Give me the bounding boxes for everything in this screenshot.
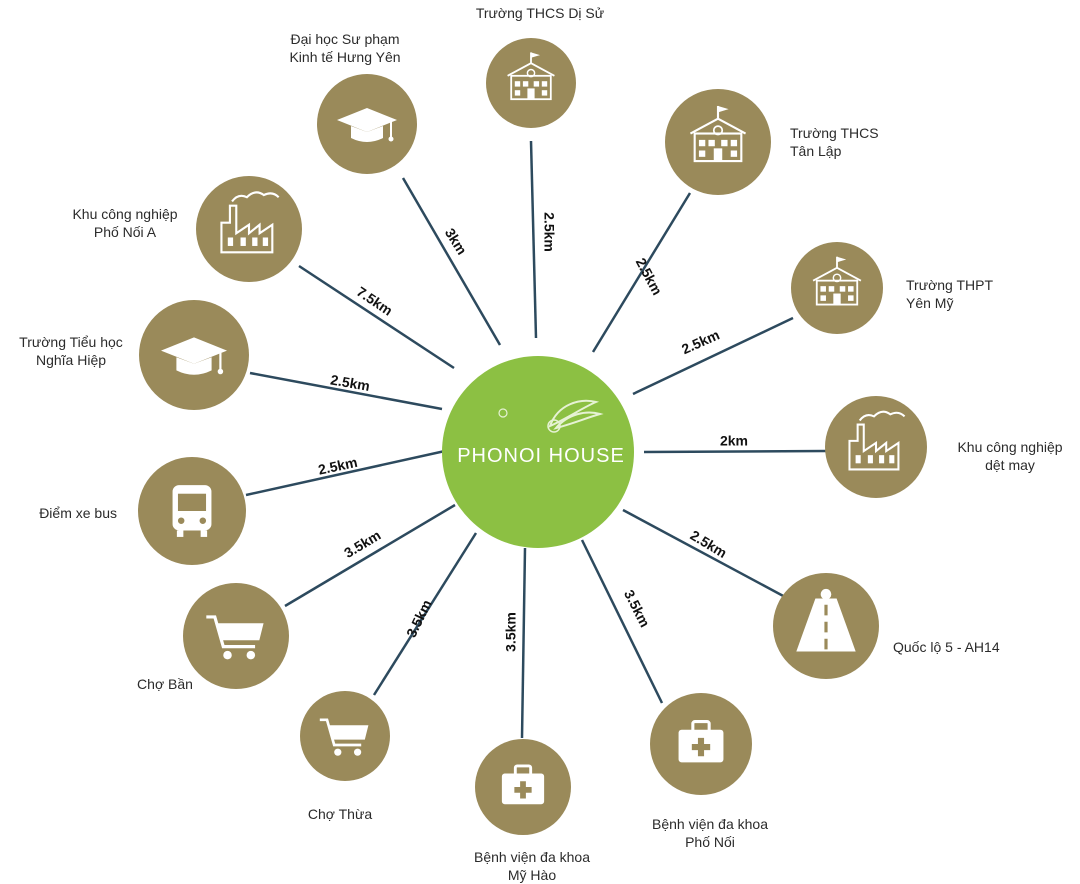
road-icon: [796, 588, 856, 652]
label-thcs-tan-lap: Trường THCS Tân Lập: [790, 125, 879, 159]
spoke-thpt-yen-my: [632, 316, 794, 396]
school-building-icon: [812, 256, 862, 306]
shopping-cart-icon: [206, 615, 264, 660]
factory-icon: [220, 191, 280, 254]
label-thpt-yen-my: Trường THPT Yên Mỹ: [906, 277, 994, 311]
distance-label-thcs-di-su: 2.5km: [541, 212, 557, 252]
node-bv-pho-noi: [650, 693, 752, 795]
school-building-icon: [689, 105, 747, 163]
leaf-logo-icon: [547, 399, 604, 433]
label-kcn-pho-noi-a: Khu công nghiệp Phố Nối A: [72, 206, 178, 240]
medical-kit-icon: [501, 764, 545, 805]
distance-label-kcn-det-may: 2km: [720, 433, 748, 449]
node-dh-spkt: [317, 74, 417, 174]
spoke-cho-ban: [284, 503, 456, 608]
label-thcs-di-su: Trường THCS Dị Sử: [475, 5, 605, 21]
node-kcn-det-may: [825, 396, 927, 498]
small-logo-icon: [498, 408, 508, 418]
spoke-kcn-pho-noi-a: [298, 264, 455, 370]
shopping-cart-icon: [319, 718, 369, 756]
label-diem-xe-bus: Điểm xe bus: [39, 505, 117, 521]
node-cho-thua: [300, 691, 390, 781]
spoke-thcs-di-su: [529, 140, 538, 339]
spoke-quoc-lo-5: [622, 508, 788, 600]
label-cho-thua: Chợ Thừa: [307, 806, 373, 822]
label-quoc-lo-5: Quốc lộ 5 - AH14: [893, 639, 1000, 655]
label-bv-pho-noi: Bệnh viện đa khoa Phố Nối: [652, 816, 768, 850]
node-thpt-yen-my: [791, 242, 883, 334]
node-th-nghia-hiep: [139, 300, 249, 410]
spoke-diem-xe-bus: [245, 449, 446, 497]
node-quoc-lo-5: [773, 573, 879, 679]
spoke-th-nghia-hiep: [249, 371, 443, 411]
hub-node: PHONOI HOUSE: [442, 356, 634, 548]
node-circle-thcs-tan-lap: [665, 89, 771, 195]
bus-icon: [172, 485, 212, 537]
label-dh-spkt: Đại học Sư phạm Kinh tế Hưng Yên: [289, 31, 401, 65]
node-thcs-di-su: [486, 38, 576, 128]
spoke-bv-pho-noi: [580, 539, 664, 704]
label-cho-ban: Chợ Bần: [137, 676, 193, 692]
label-th-nghia-hiep: Trường Tiểu học Nghĩa Hiệp: [19, 334, 123, 368]
distance-label-th-nghia-hiep: 2.5km: [329, 371, 371, 394]
node-cho-ban: [183, 583, 289, 689]
node-circle-thpt-yen-my: [791, 242, 883, 334]
spoke-kcn-det-may: [643, 449, 827, 454]
node-thcs-tan-lap: [665, 89, 771, 195]
label-bv-my-hao: Bệnh viện đa khoa Mỹ Hào: [474, 849, 590, 883]
distance-label-thpt-yen-my: 2.5km: [679, 326, 722, 357]
distance-label-kcn-pho-noi-a: 7.5km: [354, 283, 396, 318]
label-kcn-det-may: Khu công nghiệp dệt may: [957, 439, 1063, 473]
spoke-bv-my-hao: [520, 547, 527, 739]
node-kcn-pho-noi-a: [196, 176, 302, 282]
graduation-cap-icon: [337, 108, 397, 142]
distance-label-cho-thua: 3.5km: [403, 597, 435, 640]
node-bv-my-hao: [475, 739, 571, 835]
medical-kit-icon: [678, 720, 724, 763]
distance-label-cho-ban: 3.5km: [341, 527, 383, 561]
node-diem-xe-bus: [138, 457, 246, 565]
factory-icon: [848, 410, 906, 471]
school-building-icon: [507, 52, 555, 101]
spoke-dh-spkt: [401, 177, 502, 346]
hub-circle: [442, 356, 634, 548]
spoke-thcs-tan-lap: [591, 192, 692, 353]
distance-label-bv-pho-noi: 3.5km: [621, 587, 653, 630]
spoke-cho-thua: [372, 532, 478, 696]
node-circle-thcs-di-su: [486, 38, 576, 128]
hub-title: PHONOI HOUSE: [457, 445, 625, 467]
graduation-cap-icon: [161, 337, 227, 375]
distance-label-bv-my-hao: 3.5km: [503, 612, 519, 652]
